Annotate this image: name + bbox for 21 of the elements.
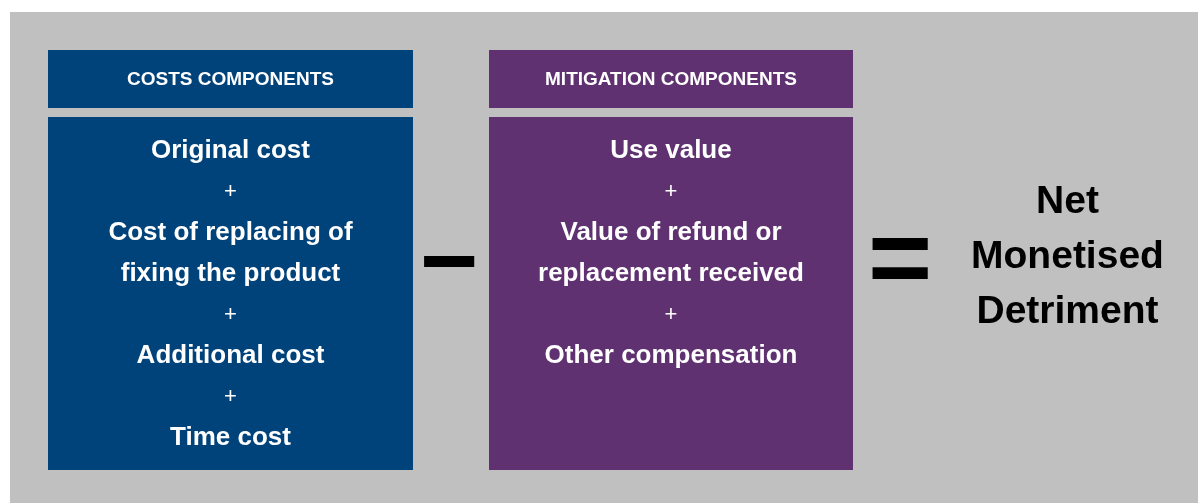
- header-bar: [48, 50, 413, 108]
- result-text: Net Monetised Detriment: [970, 177, 1165, 333]
- component-text: Original cost: [151, 133, 310, 166]
- component-text: Other compensation: [544, 338, 798, 371]
- minus-sign: −: [420, 210, 479, 310]
- component-text: Cost of replacing of fixing the product: [107, 215, 354, 289]
- header-text: COSTS COMPONENTS: [127, 68, 334, 90]
- component-text: Time cost: [170, 420, 291, 453]
- plus-sign: +: [224, 300, 237, 328]
- component-text: Value of refund or replacement received: [537, 215, 805, 289]
- header-text: MITIGATION COMPONENTS: [545, 68, 797, 90]
- plus-sign: +: [224, 382, 237, 410]
- component-text: Use value: [610, 133, 732, 166]
- plus-sign: +: [664, 300, 678, 328]
- plus-sign: +: [664, 177, 678, 205]
- component-text: Additional cost: [136, 338, 325, 371]
- equals-sign: =: [868, 202, 933, 312]
- header-bar: [489, 50, 853, 108]
- plus-sign: +: [224, 177, 237, 205]
- component-box: [489, 117, 853, 470]
- component-box: [48, 117, 413, 470]
